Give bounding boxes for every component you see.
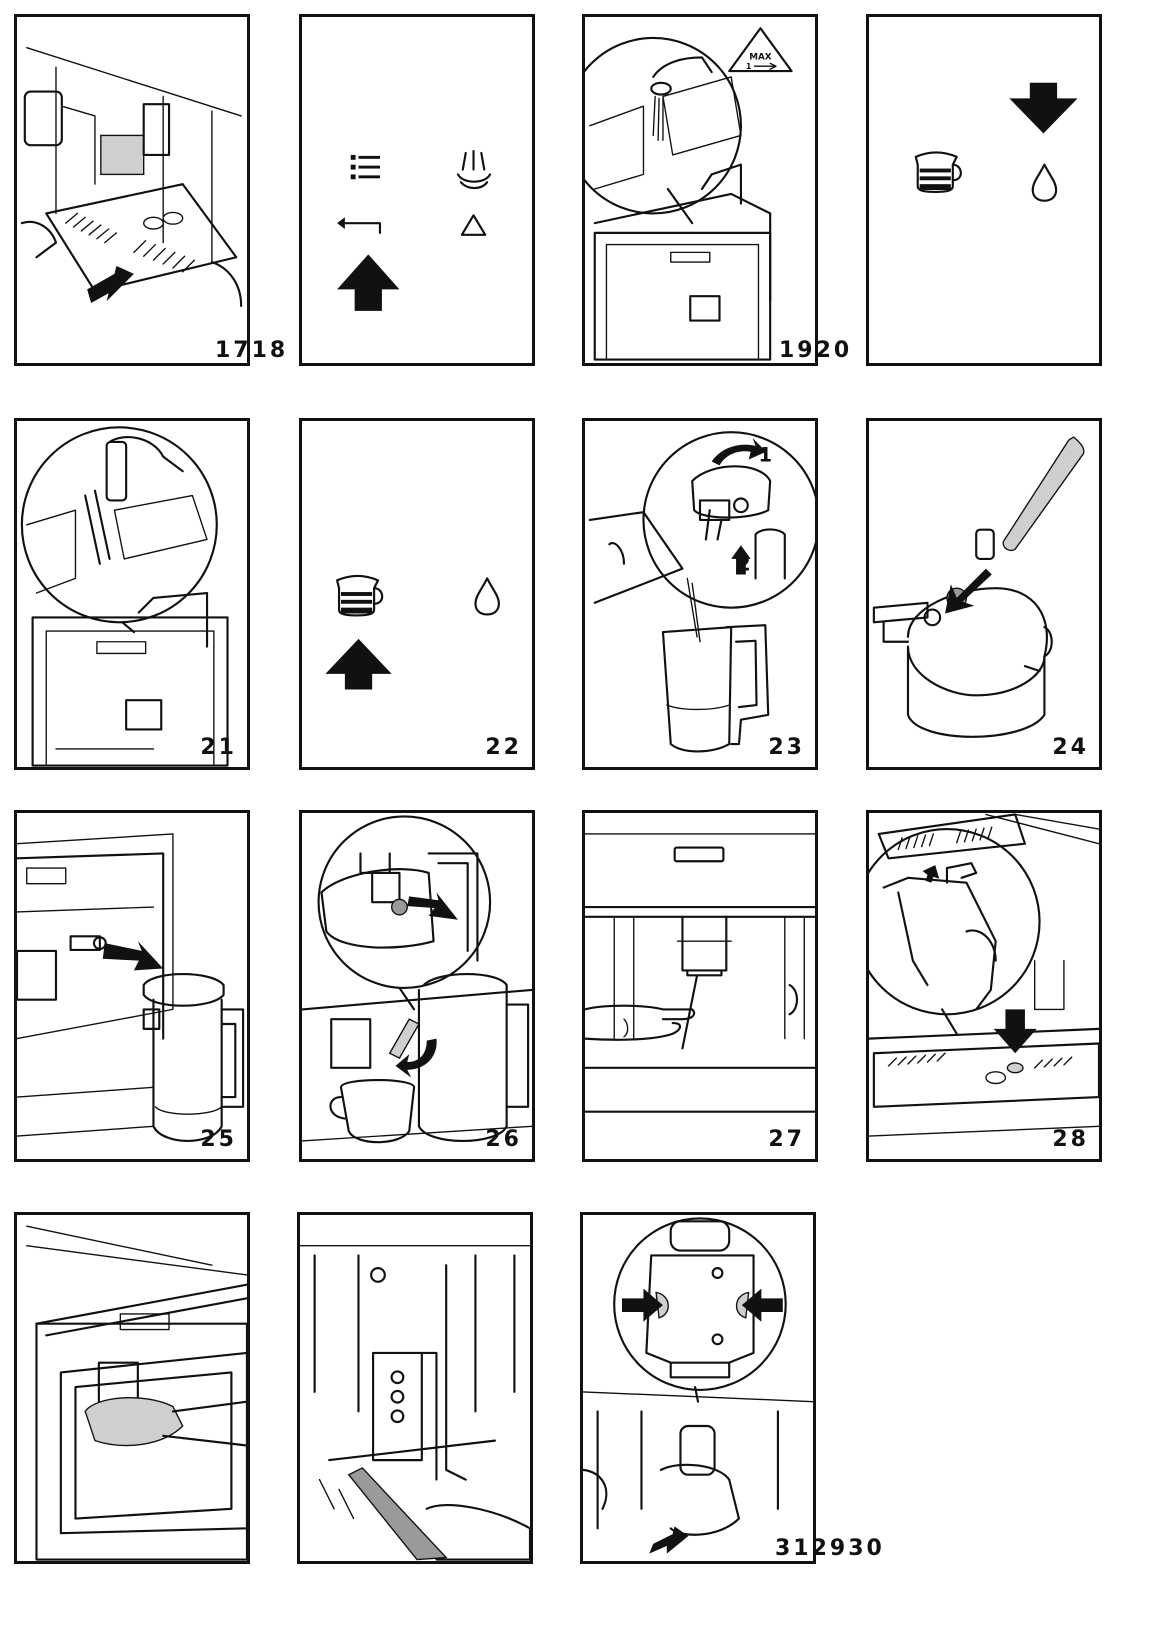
menu-icon — [350, 154, 380, 180]
up-arrow-icon — [325, 638, 392, 690]
nozzle-cleaning-needle-illustration — [585, 833, 815, 1113]
figure-label: 24 — [1052, 735, 1089, 760]
water-drop-icon — [1031, 163, 1058, 202]
figure-label: 23 — [768, 735, 805, 760]
figure-24: 24 — [866, 418, 1102, 770]
back-icon — [337, 217, 382, 234]
step-number-2: 2 — [737, 553, 751, 576]
display-panel-illustration — [325, 574, 500, 690]
milk-jug-icon — [336, 574, 384, 617]
figure-label: 21 — [200, 735, 237, 760]
figure-27: 27 — [582, 810, 818, 1162]
milk-container-cleaning-illustration: 1 2 — [588, 431, 815, 753]
figure-30 — [297, 1212, 533, 1564]
front-wiping-illustration — [26, 1225, 247, 1561]
warning-count-text: 1 — [746, 62, 751, 71]
figure-label: 26 — [485, 1127, 522, 1152]
up-arrow-icon — [337, 254, 400, 311]
drip-tray-removal-illustration — [20, 47, 243, 308]
warning-max-text: MAX — [749, 52, 772, 62]
figure-26: 26 — [299, 810, 535, 1162]
figure-label: 28 — [1052, 1127, 1089, 1152]
figure-28: 28 — [866, 810, 1102, 1162]
figure-label: 1920 — [779, 338, 853, 363]
figure-label: 25 — [200, 1127, 237, 1152]
milk-container-connect-illustration — [17, 833, 245, 1143]
figure-25: 25 — [14, 810, 250, 1162]
figure-31 — [580, 1212, 816, 1564]
figure-22: 22 — [299, 418, 535, 770]
brewing-unit-removal-illustration — [583, 1217, 813, 1554]
steam-icon — [456, 149, 492, 190]
water-drop-icon — [474, 577, 500, 616]
milk-lid-cleaning-illustration — [872, 436, 1085, 738]
figure-23: 1 2 23 — [582, 418, 818, 770]
figure-label: 1718 — [215, 338, 289, 363]
figure-display-1 — [299, 14, 535, 366]
figure-label: 27 — [768, 1127, 805, 1152]
warning-triangle-icon — [460, 214, 487, 236]
figure-21: 21 — [14, 418, 250, 770]
figure-17-18 — [14, 14, 250, 366]
figure-29 — [14, 1212, 250, 1564]
figure-label: 312930 — [775, 1536, 885, 1561]
descaler-filling-illustration: MAX 1 — [585, 27, 793, 361]
brewing-unit-cleaning-illustration — [300, 1245, 530, 1561]
figure-display-2 — [866, 14, 1102, 366]
milk-frothing-illustration — [302, 815, 532, 1144]
milk-jug-icon — [914, 151, 962, 194]
drip-tray-cleaning-illustration — [869, 813, 1099, 1137]
figure-label: 22 — [485, 735, 522, 760]
step-number-1: 1 — [758, 443, 772, 466]
display-panel-illustration — [337, 149, 492, 311]
display-panel-illustration — [914, 82, 1078, 202]
descaler-stirring-illustration — [20, 426, 229, 767]
down-arrow-icon — [1009, 82, 1078, 134]
figure-19-20: MAX 1 — [582, 14, 818, 366]
